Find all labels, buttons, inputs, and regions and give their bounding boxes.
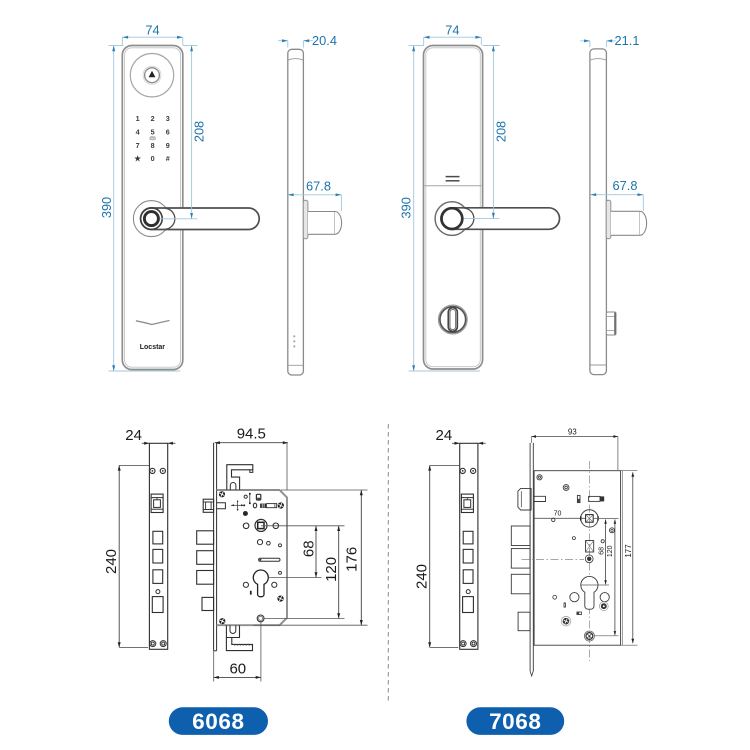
- svg-text:68: 68: [598, 547, 605, 555]
- svg-text:390: 390: [99, 197, 114, 218]
- svg-text:67.8: 67.8: [306, 178, 331, 193]
- svg-text:24: 24: [125, 427, 142, 444]
- svg-text:8: 8: [151, 141, 155, 150]
- svg-text:68: 68: [301, 540, 318, 557]
- svg-text:Locstar: Locstar: [140, 344, 166, 351]
- svg-text:60: 60: [229, 660, 246, 677]
- svg-text:6068: 6068: [192, 709, 244, 734]
- svg-text:390: 390: [399, 197, 414, 218]
- svg-text:240: 240: [103, 549, 120, 574]
- svg-text:3: 3: [166, 114, 170, 123]
- svg-text:7: 7: [136, 141, 140, 150]
- svg-text:67.8: 67.8: [613, 178, 638, 193]
- svg-text:2: 2: [151, 114, 155, 123]
- svg-text:20.4: 20.4: [312, 33, 337, 48]
- svg-text:176: 176: [344, 547, 361, 572]
- svg-text:93: 93: [568, 427, 577, 436]
- svg-text:0: 0: [151, 154, 155, 163]
- svg-text:6: 6: [166, 128, 170, 137]
- svg-text:208: 208: [192, 121, 207, 142]
- svg-text:208: 208: [494, 121, 509, 142]
- svg-text:21.1: 21.1: [615, 33, 640, 48]
- svg-text:24: 24: [436, 427, 453, 444]
- svg-text:#: #: [166, 154, 170, 163]
- svg-text:★: ★: [134, 154, 142, 163]
- svg-text:120: 120: [323, 557, 340, 582]
- svg-text:9: 9: [166, 141, 170, 150]
- svg-text:94.5: 94.5: [237, 426, 266, 443]
- svg-text:177: 177: [624, 544, 633, 558]
- svg-text:5: 5: [151, 128, 155, 137]
- svg-text:74: 74: [145, 22, 159, 37]
- svg-text:70: 70: [554, 510, 562, 517]
- svg-text:240: 240: [414, 564, 431, 589]
- svg-text:4: 4: [136, 128, 140, 137]
- svg-text:120: 120: [607, 545, 614, 557]
- svg-text:1: 1: [136, 114, 140, 123]
- svg-text:7068: 7068: [489, 709, 541, 734]
- svg-text:74: 74: [445, 22, 459, 37]
